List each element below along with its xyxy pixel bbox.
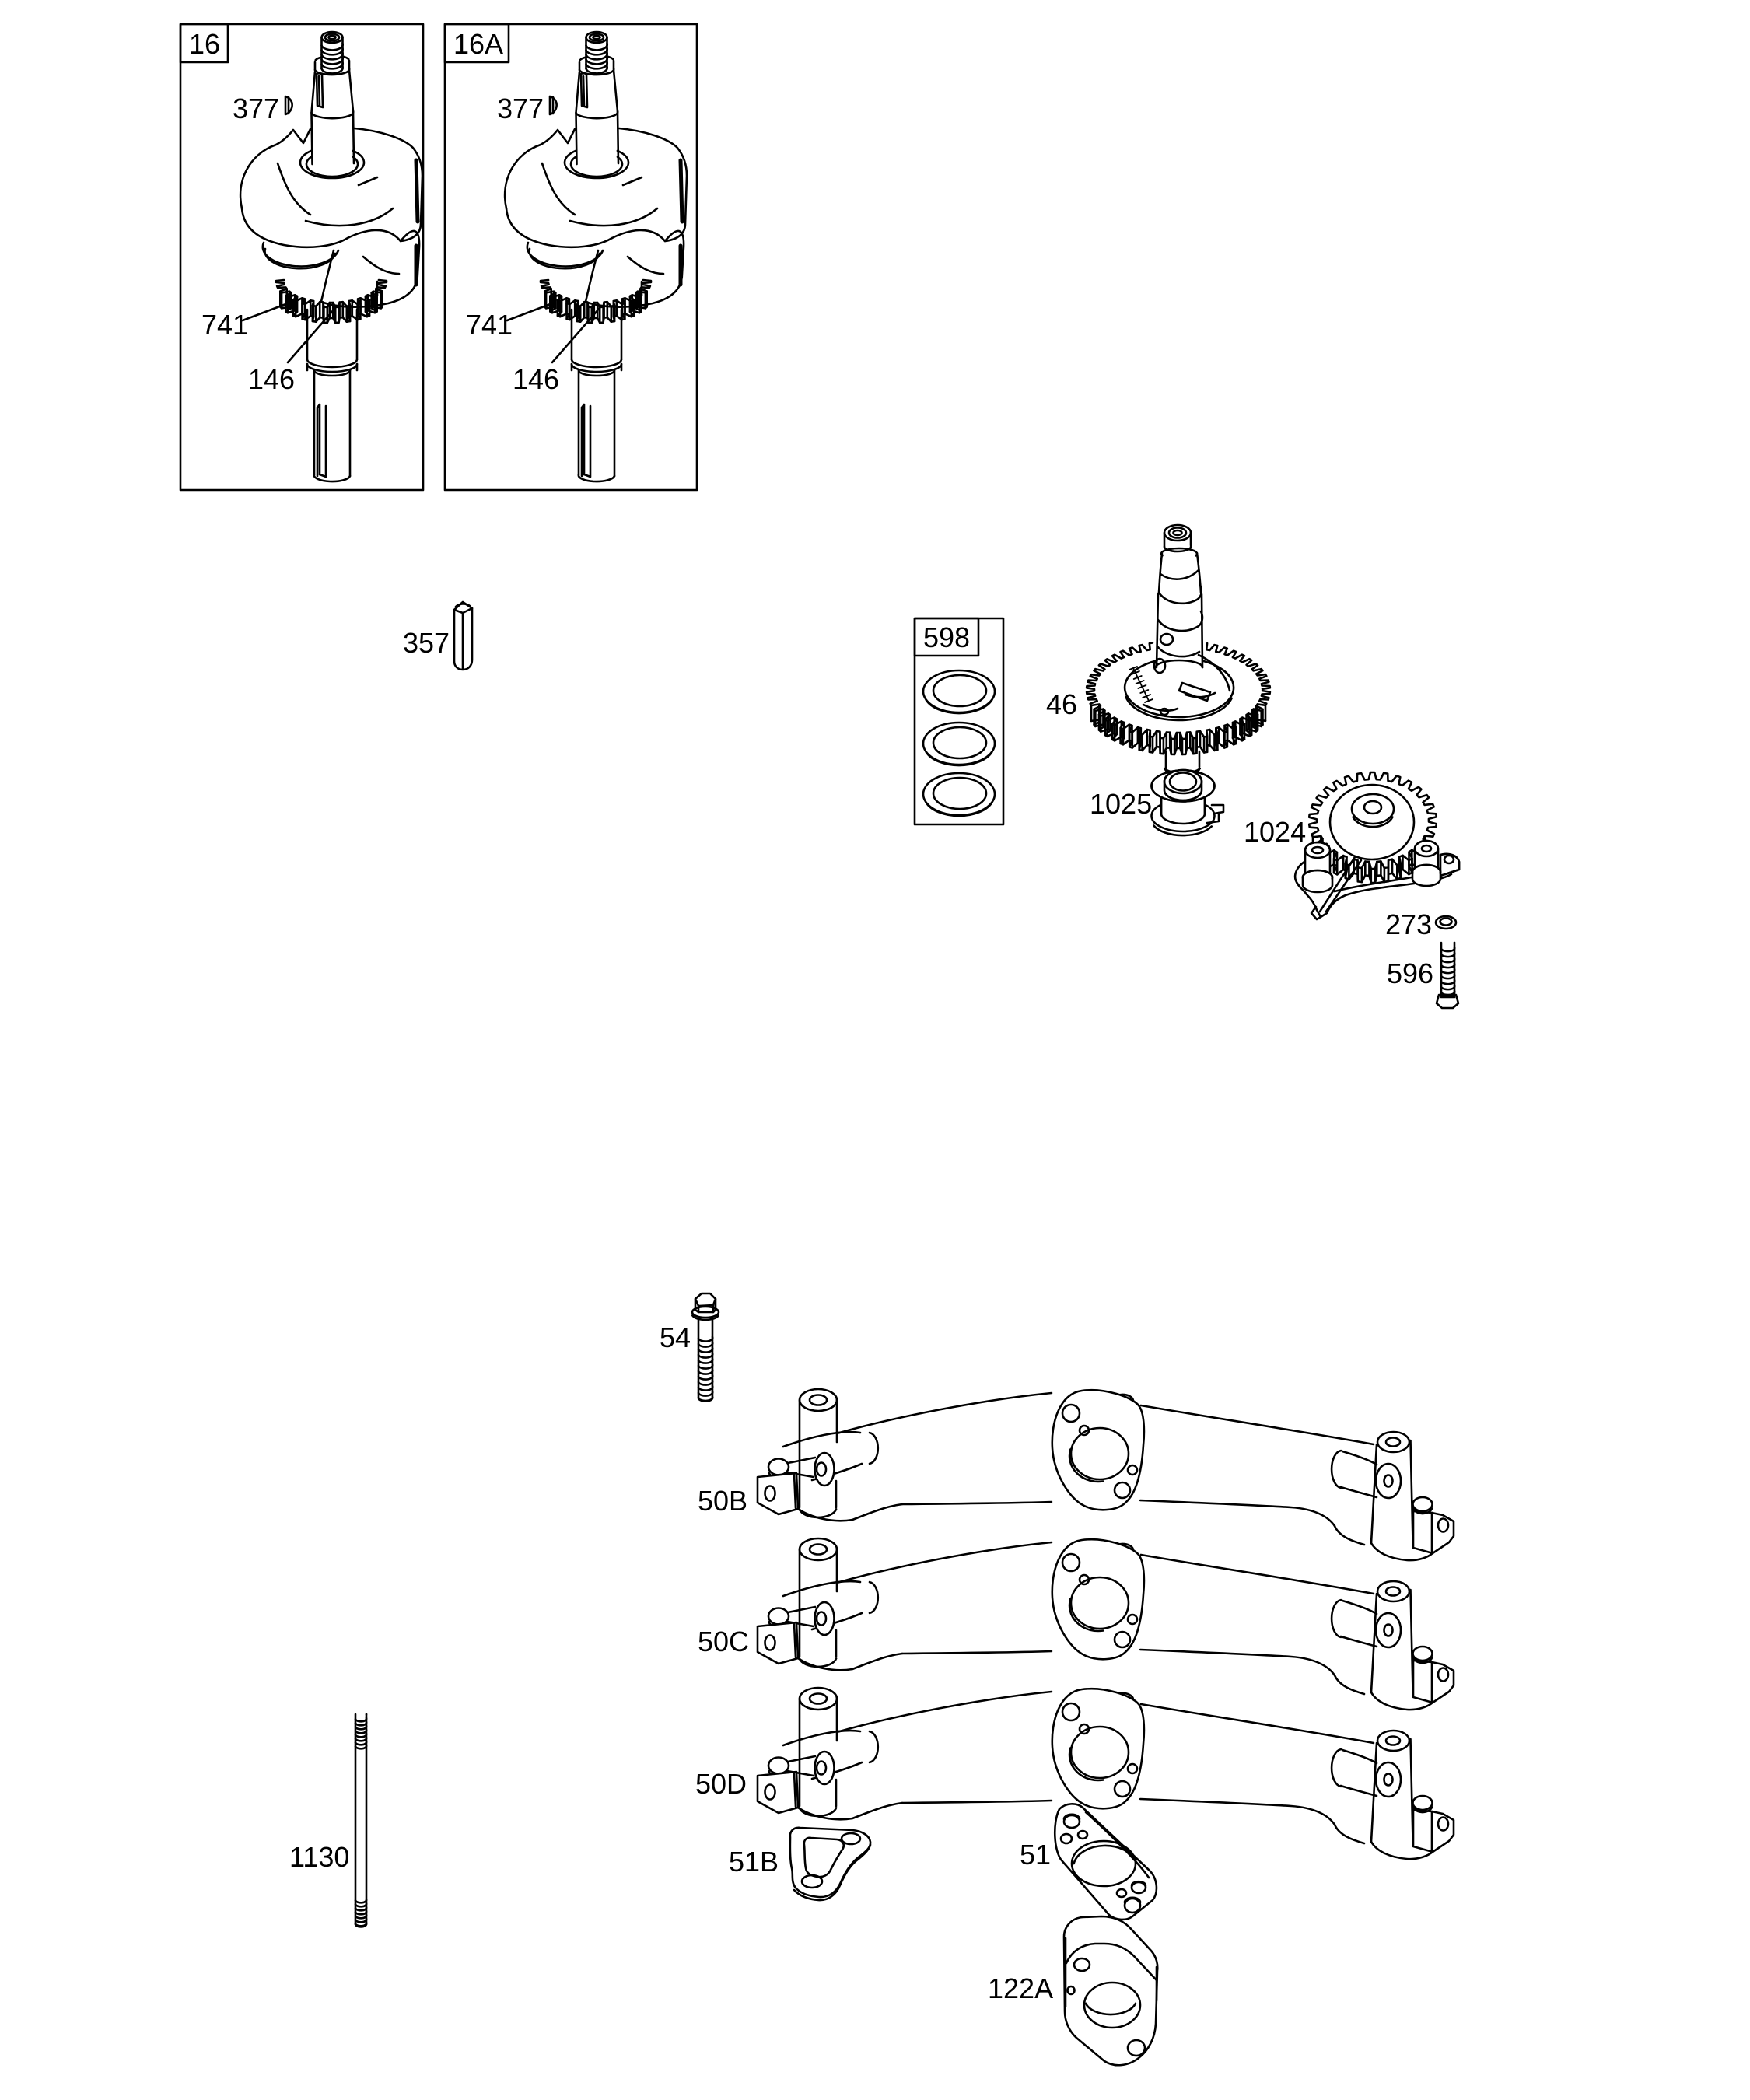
svg-text:357: 357 [403,627,450,659]
svg-text:1025: 1025 [1090,788,1152,820]
svg-text:741: 741 [466,309,513,341]
svg-text:54: 54 [660,1321,691,1353]
svg-text:1130: 1130 [289,1841,349,1873]
svg-text:598: 598 [923,621,970,653]
svg-text:146: 146 [513,363,559,395]
svg-text:596: 596 [1387,957,1433,989]
svg-text:377: 377 [497,93,544,124]
svg-text:16: 16 [189,28,220,60]
svg-text:50D: 50D [695,1768,747,1800]
svg-text:50B: 50B [698,1485,747,1517]
svg-text:1024: 1024 [1244,816,1306,848]
svg-text:16A: 16A [453,28,503,60]
svg-text:46: 46 [1046,688,1077,720]
svg-text:377: 377 [233,93,279,124]
svg-text:50C: 50C [698,1626,749,1657]
svg-text:741: 741 [201,309,248,341]
svg-text:122A: 122A [988,1972,1053,2004]
svg-text:51B: 51B [729,1846,779,1878]
svg-text:273: 273 [1385,908,1432,940]
svg-text:51: 51 [1020,1839,1051,1871]
svg-text:146: 146 [248,363,295,395]
